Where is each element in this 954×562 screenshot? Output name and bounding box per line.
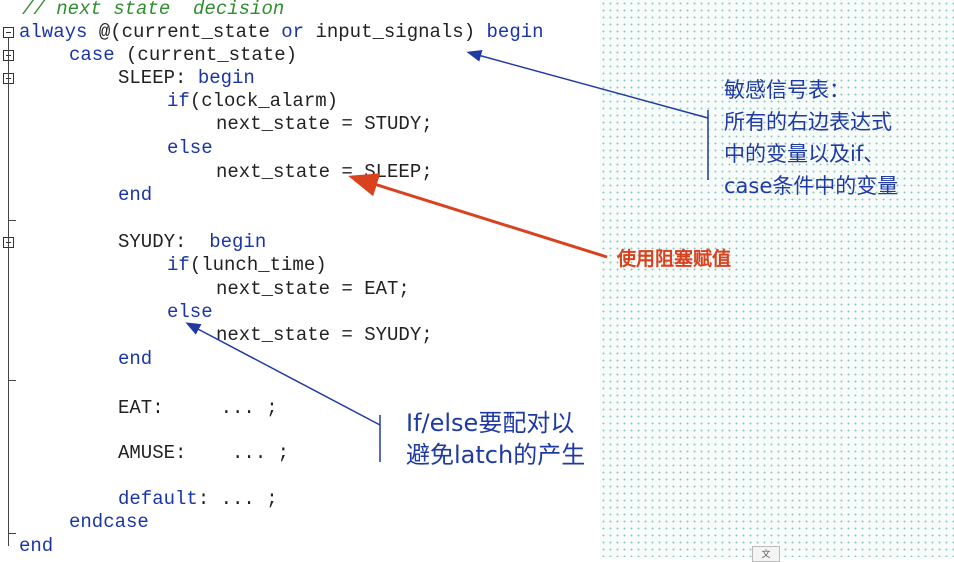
keyword-begin: begin [209, 231, 267, 253]
code-line-if1: if(clock_alarm) [167, 90, 338, 112]
default-rest: : ... ; [197, 488, 278, 510]
keyword-or: or [281, 21, 305, 43]
code-line-always: always @(current_state or input_signals)… [19, 21, 544, 43]
code-assign-eat: next_state = EAT; [216, 278, 410, 300]
keyword-case: case [69, 44, 115, 66]
if-condition-lunch: (lunch_time) [189, 254, 327, 276]
annotation-line: case条件中的变量 [724, 174, 899, 198]
keyword-default: default [118, 488, 198, 510]
callout-arrow-ifelse [185, 322, 381, 426]
code-line-case: case (current_state) [69, 44, 297, 66]
fold-collapse-icon[interactable] [3, 27, 14, 38]
keyword-else: else [167, 137, 213, 159]
callout-arrow-sensitivity [466, 50, 709, 119]
fold-guide-line [8, 38, 9, 546]
label-syudy: SYUDY: [118, 231, 210, 253]
ifelse-annotation: If/else要配对以 避免latch的产生 [406, 407, 585, 471]
code-assign-sleep: next_state = SLEEP; [216, 161, 433, 183]
sensitivity-part-a: @(current_state [87, 21, 282, 43]
keyword-else: else [167, 301, 213, 323]
sensitivity-part-b: input_signals) [304, 21, 487, 43]
code-assign-syudy: next_state = SYUDY; [216, 324, 433, 346]
keyword-endcase: endcase [69, 511, 149, 533]
code-line-syudy: SYUDY: begin [118, 231, 266, 253]
keyword-if: if [167, 90, 190, 112]
keyword-end: end [118, 184, 153, 206]
fold-guide-tick [8, 220, 16, 221]
sensitivity-annotation: 敏感信号表： 所有的右边表达式 中的变量以及if、 case条件中的变量 [724, 74, 898, 202]
label-sleep: SLEEP: [118, 67, 198, 89]
keyword-always: always [19, 21, 88, 43]
annotation-line: 中的变量以及if、 [724, 142, 885, 166]
annotation-line: 敏感信号表： [724, 78, 850, 102]
dotted-background [600, 0, 954, 557]
code-line-if2: if(lunch_time) [167, 254, 327, 276]
code-assign-study: next_state = STUDY; [216, 113, 433, 135]
keyword-end: end [118, 348, 153, 370]
code-line-amuse: AMUSE: ... ; [118, 442, 290, 464]
code-line-eat: EAT: ... ; [118, 397, 278, 419]
code-editor[interactable]: // next state decision always @(current_… [0, 0, 600, 557]
annotation-line: 所有的右边表达式 [724, 110, 892, 134]
case-expression: (current_state) [114, 44, 298, 66]
code-line-sleep: SLEEP: begin [118, 67, 255, 89]
annotation-line: If/else要配对以 [406, 409, 575, 437]
small-box-icon[interactable]: 文 [752, 546, 780, 562]
code-comment: // next state decision [22, 0, 285, 20]
fold-guide-tick [8, 533, 16, 534]
if-condition-clock: (clock_alarm) [189, 90, 339, 112]
fold-guide-tick [8, 380, 16, 381]
keyword-begin: begin [486, 21, 544, 43]
blocking-annotation: 使用阻塞赋值 [617, 248, 732, 270]
keyword-if: if [167, 254, 190, 276]
callout-arrow-blocking [348, 173, 608, 259]
keyword-begin: begin [197, 67, 255, 89]
annotation-line: 避免latch的产生 [406, 441, 586, 469]
keyword-end: end [19, 535, 54, 557]
code-line-default: default: ... ; [118, 488, 278, 510]
